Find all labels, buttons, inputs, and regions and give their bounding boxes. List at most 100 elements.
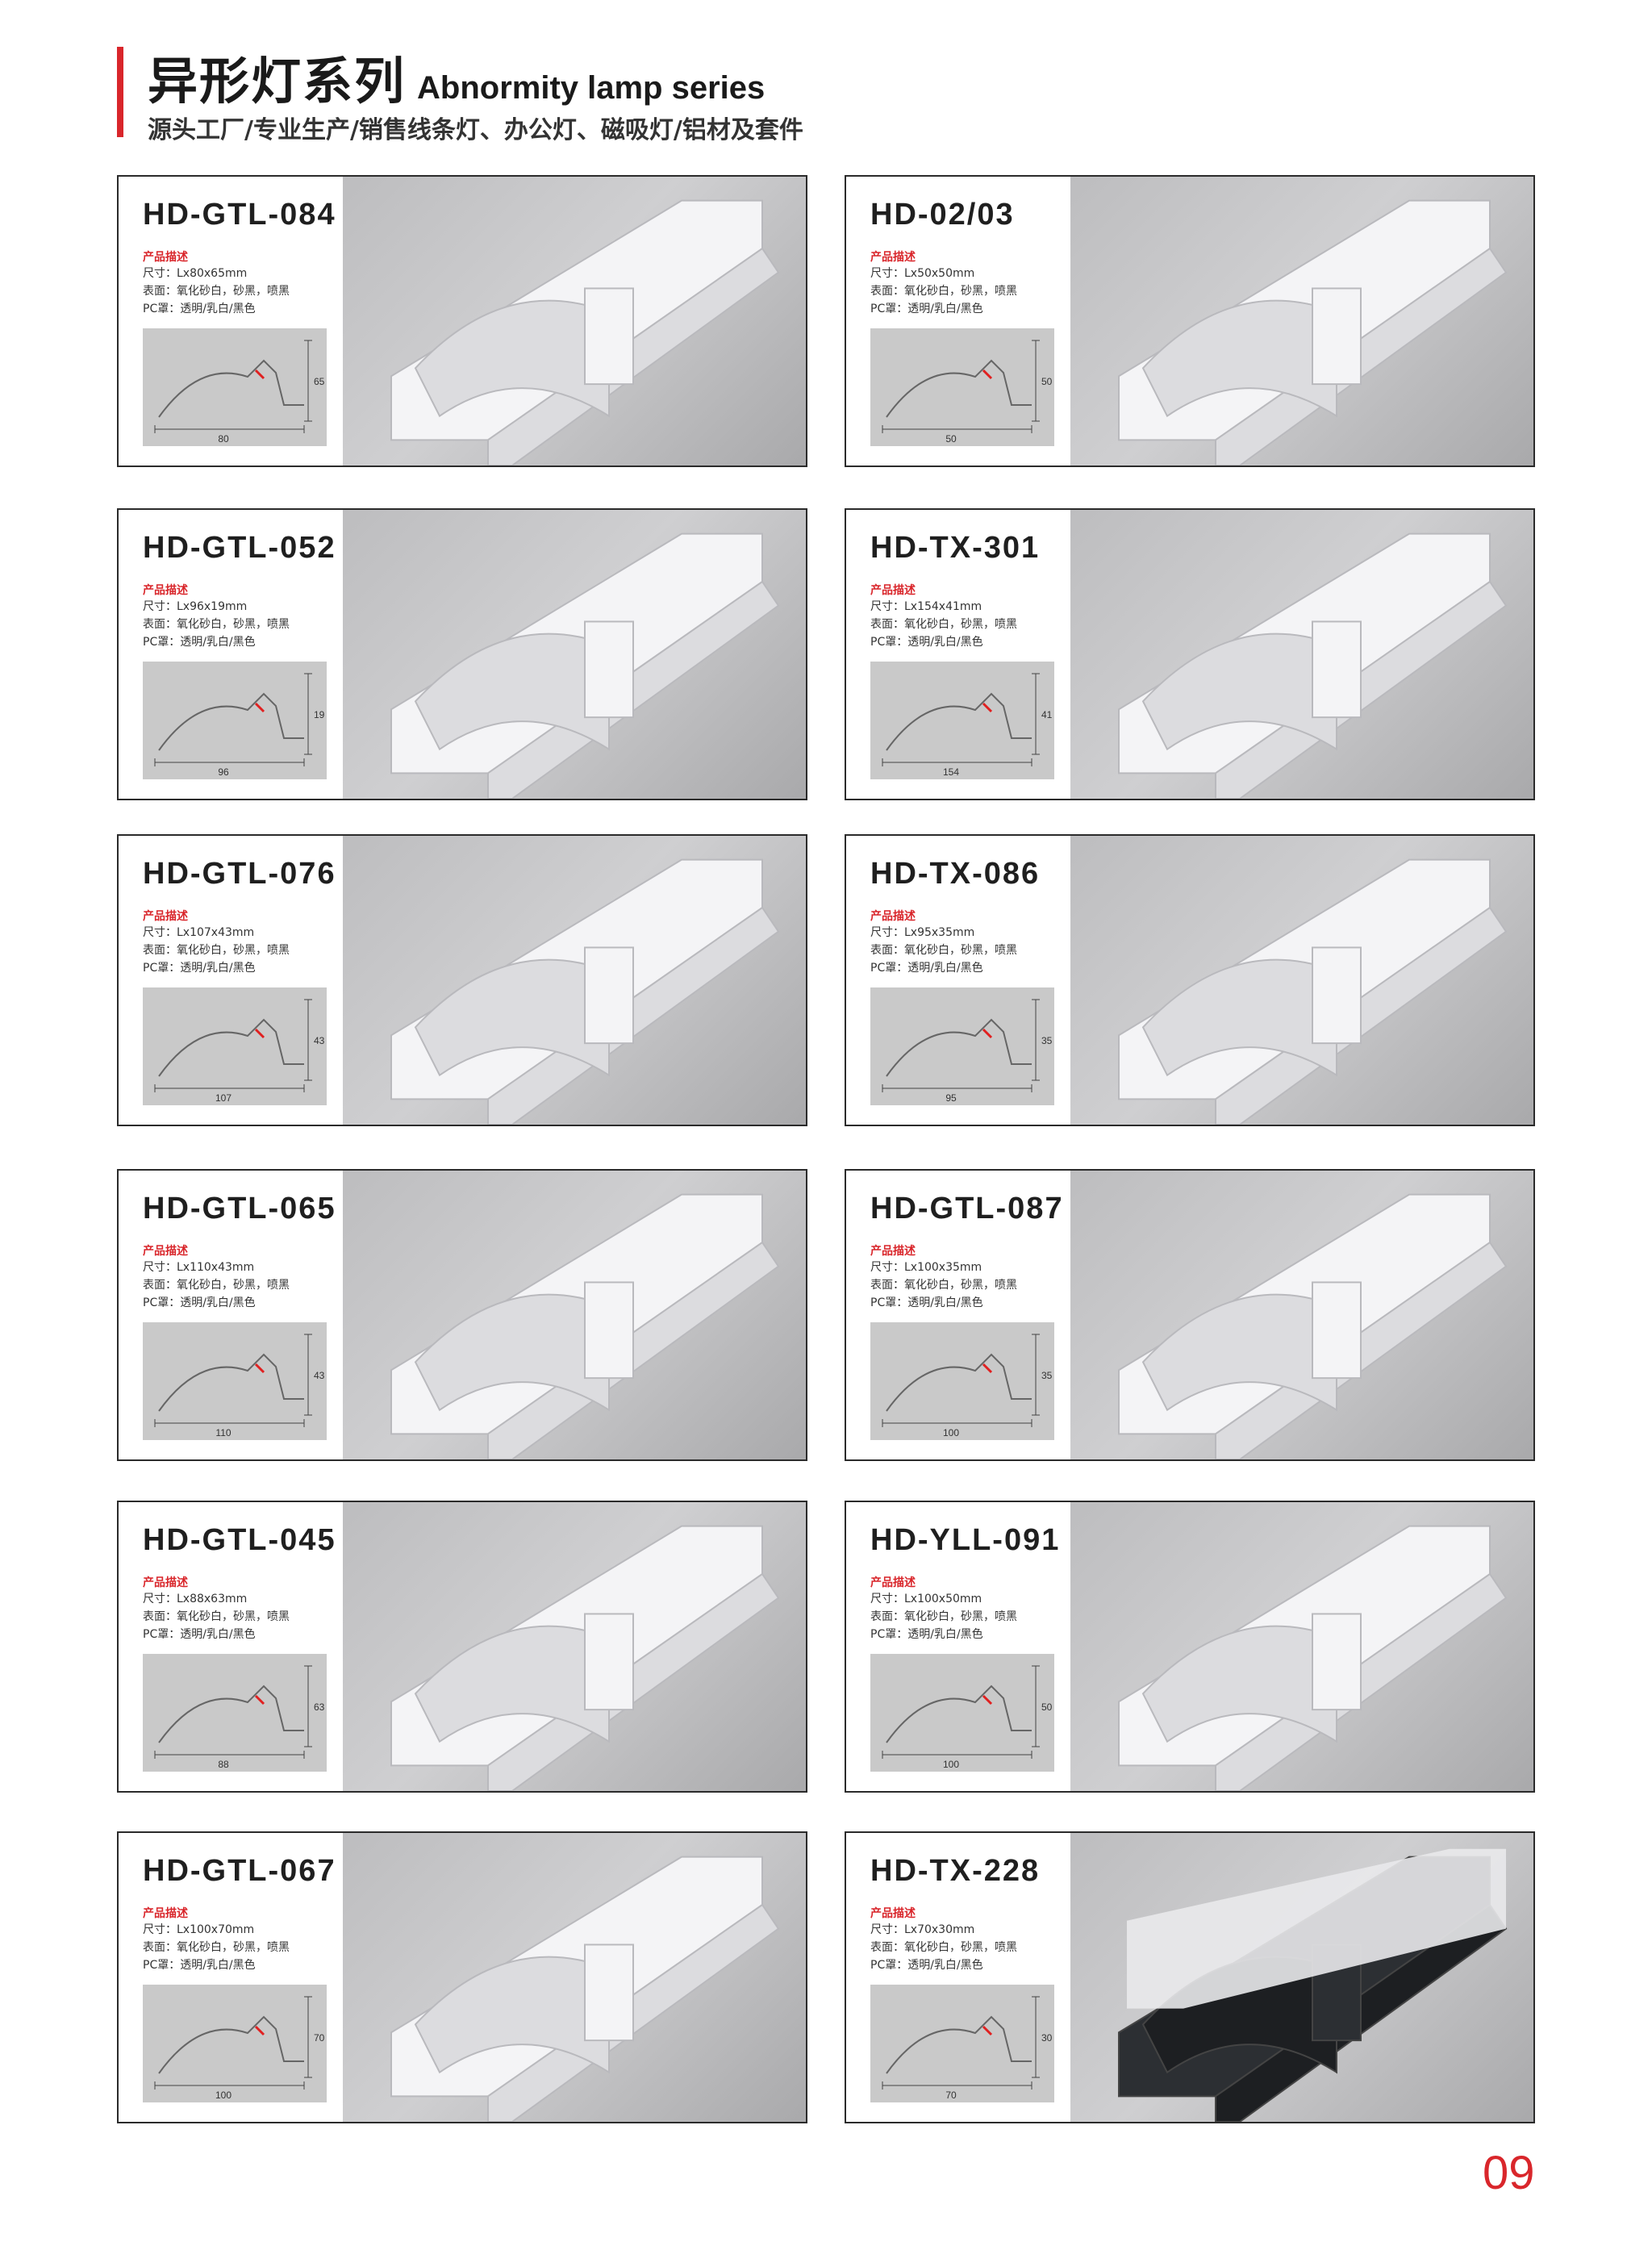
- dim-width-label: 50: [945, 433, 957, 445]
- product-photo: [1070, 177, 1533, 466]
- product-card: HD-GTL-087 产品描述 尺寸：Lx100x35mm 表面：氧化砂白，砂黑…: [845, 1169, 1535, 1461]
- product-size: 尺寸：Lx96x19mm: [143, 600, 248, 613]
- product-surface: 表面：氧化砂白，砂黑，喷黑: [143, 285, 290, 298]
- product-card: HD-YLL-091 产品描述 尺寸：Lx100x50mm 表面：氧化砂白，砂黑…: [845, 1501, 1535, 1793]
- product-desc-title: 产品描述: [870, 251, 916, 264]
- product-desc-title: 产品描述: [870, 584, 916, 597]
- product-card: HD-GTL-067 产品描述 尺寸：Lx100x70mm 表面：氧化砂白，砂黑…: [117, 1831, 807, 2123]
- title-cn: 异形灯系列: [148, 52, 407, 111]
- profile-diagram: 107 43: [143, 987, 327, 1105]
- product-photo: [343, 1171, 806, 1459]
- product-info: HD-TX-301 产品描述 尺寸：Lx154x41mm 表面：氧化砂白，砂黑，…: [846, 510, 1070, 799]
- product-photo: [343, 1833, 806, 2122]
- profile-diagram: 80 65: [143, 328, 327, 446]
- product-model: HD-GTL-067: [143, 1854, 336, 1888]
- profile-diagram: 70 30: [870, 1985, 1054, 2102]
- dim-width-label: 100: [215, 2090, 232, 2101]
- dim-height-label: 50: [1041, 1701, 1053, 1713]
- product-surface: 表面：氧化砂白，砂黑，喷黑: [870, 1941, 1017, 1954]
- profile-diagram: 50 50: [870, 328, 1054, 446]
- profile-diagram: 100 35: [870, 1322, 1054, 1440]
- profile-diagram: 154 41: [870, 662, 1054, 779]
- dim-height-label: 43: [314, 1370, 325, 1381]
- product-photo: [1070, 1171, 1533, 1459]
- product-card: HD-TX-228 产品描述 尺寸：Lx70x30mm 表面：氧化砂白，砂黑，喷…: [845, 1831, 1535, 2123]
- profile-diagram: 100 70: [143, 1985, 327, 2102]
- product-info: HD-GTL-052 产品描述 尺寸：Lx96x19mm 表面：氧化砂白，砂黑，…: [119, 510, 343, 799]
- profile-diagram: 95 35: [870, 987, 1054, 1105]
- product-size: 尺寸：Lx70x30mm: [870, 1923, 975, 1936]
- dim-height-label: 43: [314, 1035, 325, 1046]
- profile-diagram: 110 43: [143, 1322, 327, 1440]
- dim-height-label: 35: [1041, 1035, 1053, 1046]
- dim-width-label: 70: [945, 2090, 957, 2101]
- dim-width-label: 110: [215, 1427, 231, 1438]
- dim-height-label: 35: [1041, 1370, 1053, 1381]
- product-size: 尺寸：Lx100x50mm: [870, 1593, 982, 1605]
- profile-diagram: 96 19: [143, 662, 327, 779]
- dim-height-label: 30: [1041, 2032, 1053, 2044]
- product-model: HD-TX-301: [870, 531, 1041, 565]
- product-size: 尺寸：Lx154x41mm: [870, 600, 982, 613]
- product-desc-title: 产品描述: [870, 1576, 916, 1589]
- product-pc-cover: PC罩：透明/乳白/黑色: [143, 303, 256, 315]
- product-pc-cover: PC罩：透明/乳白/黑色: [870, 962, 983, 975]
- product-surface: 表面：氧化砂白，砂黑，喷黑: [143, 944, 290, 957]
- dim-width-label: 107: [215, 1092, 232, 1104]
- product-info: HD-GTL-076 产品描述 尺寸：Lx107x43mm 表面：氧化砂白，砂黑…: [119, 836, 343, 1125]
- profile-diagram: 100 50: [870, 1654, 1054, 1772]
- product-card: HD-GTL-076 产品描述 尺寸：Lx107x43mm 表面：氧化砂白，砂黑…: [117, 834, 807, 1126]
- product-model: HD-TX-086: [870, 857, 1041, 891]
- product-size: 尺寸：Lx95x35mm: [870, 926, 975, 939]
- product-info: HD-GTL-045 产品描述 尺寸：Lx88x63mm 表面：氧化砂白，砂黑，…: [119, 1502, 343, 1791]
- product-card: HD-GTL-052 产品描述 尺寸：Lx96x19mm 表面：氧化砂白，砂黑，…: [117, 508, 807, 800]
- subtitle: 源头工厂/专业生产/销售线条灯、办公灯、磁吸灯/铝材及套件: [148, 116, 803, 144]
- product-photo: [1070, 510, 1533, 799]
- product-model: HD-YLL-091: [870, 1523, 1061, 1557]
- product-desc-title: 产品描述: [143, 251, 188, 264]
- product-pc-cover: PC罩：透明/乳白/黑色: [143, 1296, 256, 1309]
- product-surface: 表面：氧化砂白，砂黑，喷黑: [143, 1279, 290, 1292]
- product-desc-title: 产品描述: [870, 1907, 916, 1920]
- product-pc-cover: PC罩：透明/乳白/黑色: [143, 1628, 256, 1641]
- product-model: HD-GTL-052: [143, 531, 336, 565]
- product-size: 尺寸：Lx88x63mm: [143, 1593, 248, 1605]
- product-info: HD-GTL-087 产品描述 尺寸：Lx100x35mm 表面：氧化砂白，砂黑…: [846, 1171, 1070, 1459]
- product-surface: 表面：氧化砂白，砂黑，喷黑: [143, 618, 290, 631]
- page-number: 09: [1483, 2147, 1535, 2199]
- product-size: 尺寸：Lx100x70mm: [143, 1923, 255, 1936]
- product-info: HD-YLL-091 产品描述 尺寸：Lx100x50mm 表面：氧化砂白，砂黑…: [846, 1502, 1070, 1791]
- dim-height-label: 70: [314, 2032, 325, 2044]
- product-desc-title: 产品描述: [143, 584, 188, 597]
- product-pc-cover: PC罩：透明/乳白/黑色: [870, 1628, 983, 1641]
- product-size: 尺寸：Lx100x35mm: [870, 1261, 982, 1274]
- product-photo: [343, 510, 806, 799]
- product-size: 尺寸：Lx107x43mm: [143, 926, 255, 939]
- product-surface: 表面：氧化砂白，砂黑，喷黑: [143, 1941, 290, 1954]
- dim-height-label: 19: [314, 709, 325, 720]
- product-info: HD-TX-228 产品描述 尺寸：Lx70x30mm 表面：氧化砂白，砂黑，喷…: [846, 1833, 1070, 2122]
- product-surface: 表面：氧化砂白，砂黑，喷黑: [143, 1610, 290, 1623]
- dim-height-label: 50: [1041, 376, 1053, 387]
- product-pc-cover: PC罩：透明/乳白/黑色: [870, 303, 983, 315]
- product-size: 尺寸：Lx110x43mm: [143, 1261, 255, 1274]
- product-card: HD-GTL-045 产品描述 尺寸：Lx88x63mm 表面：氧化砂白，砂黑，…: [117, 1501, 807, 1793]
- product-info: HD-TX-086 产品描述 尺寸：Lx95x35mm 表面：氧化砂白，砂黑，喷…: [846, 836, 1070, 1125]
- product-surface: 表面：氧化砂白，砂黑，喷黑: [870, 285, 1017, 298]
- product-photo: [343, 1502, 806, 1791]
- product-photo: [1070, 1833, 1533, 2122]
- product-info: HD-GTL-065 产品描述 尺寸：Lx110x43mm 表面：氧化砂白，砂黑…: [119, 1171, 343, 1459]
- product-size: 尺寸：Lx50x50mm: [870, 267, 975, 280]
- product-card: HD-GTL-084 产品描述 尺寸：Lx80x65mm 表面：氧化砂白，砂黑，…: [117, 175, 807, 467]
- product-info: HD-GTL-084 产品描述 尺寸：Lx80x65mm 表面：氧化砂白，砂黑，…: [119, 177, 343, 466]
- product-model: HD-TX-228: [870, 1854, 1041, 1888]
- product-model: HD-GTL-084: [143, 198, 336, 232]
- product-card: HD-02/03 产品描述 尺寸：Lx50x50mm 表面：氧化砂白，砂黑，喷黑…: [845, 175, 1535, 467]
- product-desc-title: 产品描述: [870, 910, 916, 923]
- dim-width-label: 96: [218, 766, 229, 778]
- product-desc-title: 产品描述: [143, 910, 188, 923]
- product-photo: [343, 177, 806, 466]
- product-model: HD-02/03: [870, 198, 1015, 232]
- product-model: HD-GTL-076: [143, 857, 336, 891]
